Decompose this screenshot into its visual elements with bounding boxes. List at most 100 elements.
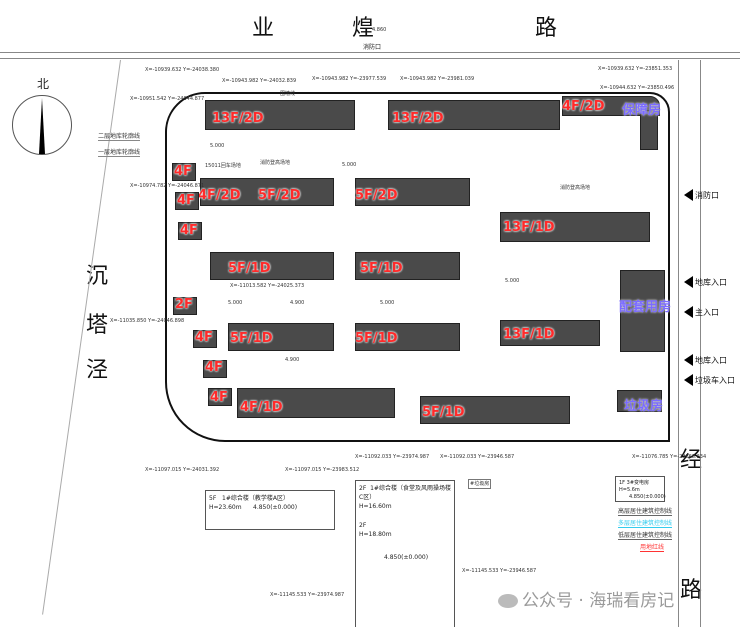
building[interactable] bbox=[172, 163, 196, 181]
entrance-main: 主入口 bbox=[684, 306, 719, 318]
facility-label: 保障房 bbox=[622, 103, 662, 118]
coordinate-label: X=-11092.033 Y=-23974.987 bbox=[355, 454, 430, 460]
road-edge bbox=[700, 60, 701, 627]
legend-item: 高层居住建筑控制线 bbox=[618, 508, 673, 516]
arrow-icon bbox=[684, 354, 693, 366]
coordinate-label: X=-11092.033 Y=-23946.587 bbox=[440, 454, 515, 460]
garbage-building[interactable] bbox=[617, 390, 662, 412]
entrance-garage: 地库入口 bbox=[684, 354, 727, 366]
coordinate-label: X=-10939.632 Y=-24038.380 bbox=[145, 67, 220, 73]
note: 15011回车场地 bbox=[205, 163, 241, 169]
building-label: 4F bbox=[177, 193, 195, 208]
arrow-icon bbox=[684, 189, 693, 201]
building[interactable] bbox=[178, 222, 202, 240]
facility-label: 垃圾房 bbox=[624, 399, 664, 414]
entrance-garbage-truck: 垃圾车入口 bbox=[684, 374, 735, 386]
wechat-icon bbox=[498, 594, 518, 608]
building[interactable] bbox=[355, 252, 460, 280]
building[interactable] bbox=[562, 96, 660, 116]
school-block-c[interactable]: 2F 1#综合楼（食堂及风雨操场楼C区） H=16.60m 2F H=18.80… bbox=[355, 480, 455, 627]
building-label: 13F/2D bbox=[392, 111, 444, 126]
north-label: 北 bbox=[37, 77, 50, 91]
building-label: 4F/2D bbox=[562, 99, 605, 114]
legend-item: 低层居住建筑控制线 bbox=[618, 532, 673, 540]
school-block-a[interactable]: 5F 1#综合楼（教学楼A区） H=23.60m 4.850(±0.000) bbox=[205, 490, 335, 530]
building-label: 4F/1D bbox=[240, 400, 283, 415]
road-char: 泾 bbox=[86, 358, 109, 383]
building-label: 4F bbox=[210, 390, 228, 405]
note: 消防登高场地 bbox=[260, 160, 291, 166]
coordinate-label: X=-11145.533 Y=-23946.587 bbox=[462, 568, 537, 574]
building[interactable] bbox=[228, 323, 334, 351]
support-building[interactable] bbox=[620, 270, 665, 352]
coordinate-label: X=-10943.982 Y=-24032.839 bbox=[222, 78, 297, 84]
road-char: 塔 bbox=[86, 313, 109, 338]
road-char: 路 bbox=[535, 16, 558, 41]
building[interactable] bbox=[388, 100, 560, 130]
building[interactable] bbox=[205, 100, 355, 130]
building-label: 5F/2D bbox=[355, 188, 398, 203]
arrow-icon bbox=[684, 374, 693, 386]
elevation-label: 5.000 bbox=[380, 300, 395, 306]
arrow-icon bbox=[684, 306, 693, 318]
legend-item: 多层居住建筑控制线 bbox=[618, 520, 673, 528]
site-boundary bbox=[165, 92, 670, 442]
road-char: 煌 bbox=[352, 16, 375, 41]
arrow-icon bbox=[684, 276, 693, 288]
road-edge bbox=[0, 58, 740, 59]
elevation-label: 5.000 bbox=[228, 300, 243, 306]
coordinate-label: X=-10974.782 Y=-24046.871 bbox=[130, 183, 205, 189]
building-label: 13F/1D bbox=[503, 327, 555, 342]
building bbox=[640, 110, 658, 150]
building-label: 4F bbox=[174, 164, 192, 179]
building[interactable] bbox=[193, 330, 217, 348]
elevation-label: 4.860 bbox=[372, 27, 387, 33]
building[interactable] bbox=[355, 323, 460, 351]
elevation-label: 5.000 bbox=[342, 162, 357, 168]
building[interactable] bbox=[208, 388, 232, 406]
building[interactable] bbox=[173, 297, 197, 315]
road-char: 业 bbox=[252, 16, 275, 41]
coordinate-label: X=-11013.582 Y=-24025.373 bbox=[230, 283, 305, 289]
coordinate-label: X=-11097.015 Y=-24031.392 bbox=[145, 467, 220, 473]
elevation-label: 4.900 bbox=[290, 300, 305, 306]
coordinate-label: X=-11035.850 Y=-24046.898 bbox=[110, 318, 185, 324]
building[interactable] bbox=[175, 192, 199, 210]
building[interactable] bbox=[210, 252, 334, 280]
gate-label: 消防口 bbox=[363, 42, 382, 51]
building-label: 5F/2D bbox=[258, 188, 301, 203]
building[interactable] bbox=[200, 178, 334, 206]
building-label: 2F bbox=[175, 297, 193, 312]
coordinate-label: X=-11097.015 Y=-23983.512 bbox=[285, 467, 360, 473]
building[interactable] bbox=[203, 360, 227, 378]
substation[interactable]: 1F 3#变电房 H=5.6m 4.850(±0.000) bbox=[615, 476, 666, 502]
note: 消防登高场地 bbox=[560, 185, 591, 191]
elevation-label: 5.000 bbox=[505, 278, 520, 284]
building[interactable] bbox=[237, 388, 395, 418]
building-label: 4F bbox=[195, 330, 213, 345]
building-label: 13F/2D bbox=[212, 111, 264, 126]
building-label: 4F bbox=[205, 360, 223, 375]
building[interactable] bbox=[500, 212, 650, 242]
watermark: 公众号 · 海瑞看房记 bbox=[498, 586, 674, 611]
coordinate-label: X=-10951.542 Y=-24044.877 bbox=[130, 96, 205, 102]
elevation-label: 5.000 bbox=[210, 143, 225, 149]
legend-item: 用地红线 bbox=[640, 544, 665, 552]
road-edge bbox=[0, 52, 740, 53]
north-arrow-icon bbox=[12, 95, 72, 155]
building-label: 5F/1D bbox=[355, 331, 398, 346]
road-char: 路 bbox=[680, 578, 703, 603]
building-label: 4F/2D bbox=[198, 188, 241, 203]
note: 围墙线 bbox=[280, 91, 296, 97]
coordinate-label: X=-11076.785 Y=-23868.234 bbox=[632, 454, 707, 460]
road-char: 经 bbox=[680, 448, 703, 473]
building[interactable] bbox=[355, 178, 470, 206]
entrance-fire: 消防口 bbox=[684, 189, 719, 201]
coordinate-label: X=-11145.533 Y=-23974.987 bbox=[270, 592, 345, 598]
coordinate-label: X=-10944.632 Y=-23850.496 bbox=[600, 85, 675, 91]
building[interactable] bbox=[500, 320, 600, 346]
building-label: 5F/1D bbox=[360, 261, 403, 276]
coordinate-label: X=-10943.982 Y=-23977.539 bbox=[312, 76, 387, 82]
building-label: 5F/1D bbox=[422, 405, 465, 420]
building[interactable] bbox=[420, 396, 570, 424]
